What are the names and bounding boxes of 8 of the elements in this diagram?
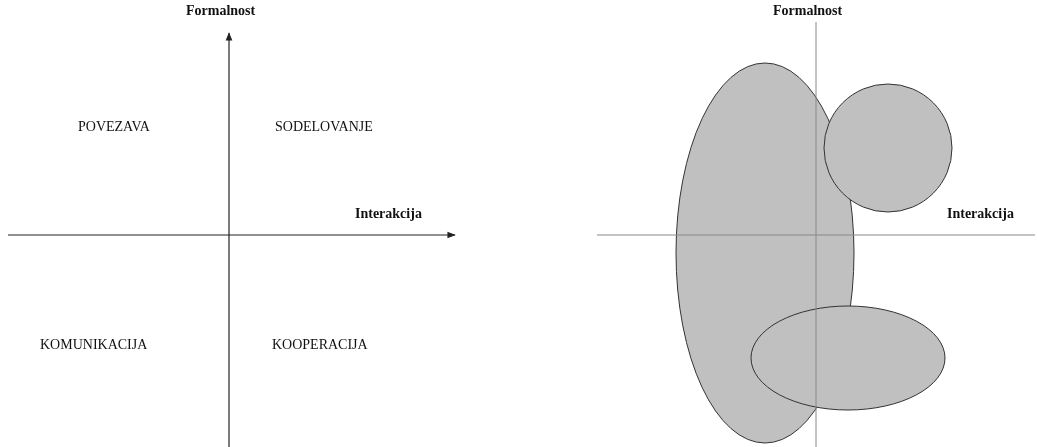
axis-label: Interakcija	[947, 206, 1014, 223]
quadrant-label: SODELOVANJE	[275, 119, 373, 136]
quadrant-label: KOMUNIKACIJA	[40, 337, 148, 354]
axis-label: Formalnost	[773, 3, 843, 20]
axis-label: Formalnost	[186, 3, 256, 20]
axis-label: Interakcija	[355, 206, 422, 223]
quadrant-label: POVEZAVA	[78, 119, 150, 136]
quadrant-label: KOOPERACIJA	[272, 337, 368, 354]
